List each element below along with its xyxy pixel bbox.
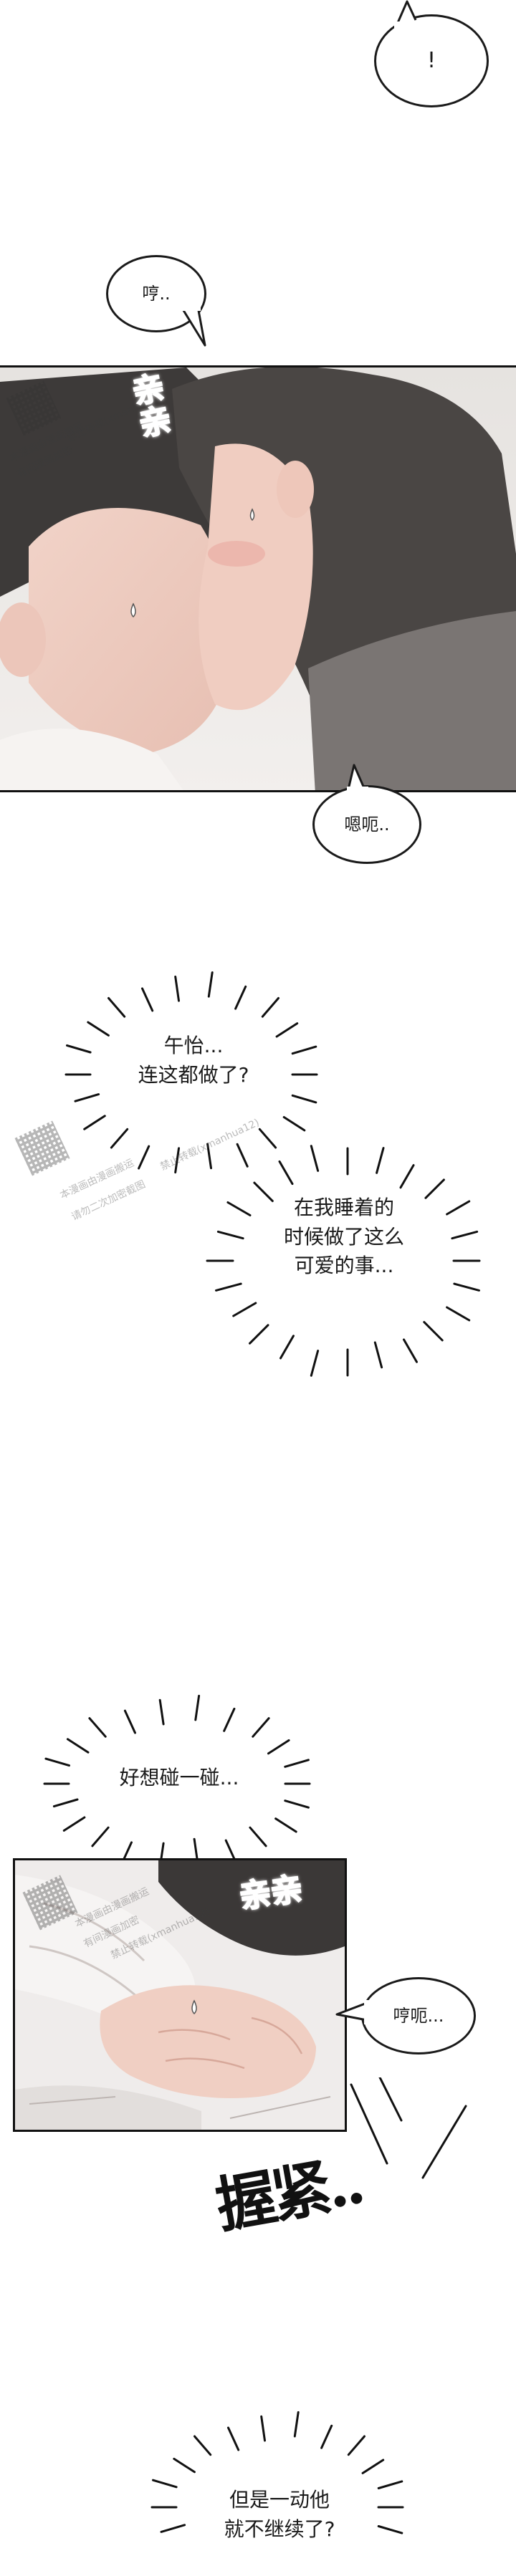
burst-stroke bbox=[376, 1147, 385, 1174]
bubble-text: 哼.. bbox=[142, 283, 171, 304]
burst-stroke bbox=[88, 1717, 107, 1738]
burst-stroke bbox=[74, 1093, 100, 1102]
thought-burst-lines bbox=[43, 1694, 311, 1863]
burst-stroke bbox=[252, 1717, 270, 1738]
burst-stroke bbox=[123, 1709, 136, 1734]
burst-stroke bbox=[66, 1738, 90, 1754]
burst-stroke bbox=[403, 1338, 418, 1363]
burst-stroke bbox=[141, 987, 154, 1012]
panel-hands-art bbox=[15, 1860, 345, 2130]
burst-stroke bbox=[234, 985, 247, 1010]
burst-stroke bbox=[267, 1739, 290, 1755]
burst-stroke bbox=[206, 1143, 212, 1170]
burst-stroke bbox=[158, 1698, 165, 1726]
burst-stroke bbox=[399, 1164, 415, 1189]
panel-kiss: 本漫画由漫画搬运 有间漫画加密 禁止转载(xmanhua12) bbox=[0, 365, 516, 792]
burst-stroke bbox=[260, 2415, 266, 2442]
burst-stroke bbox=[258, 1128, 277, 1149]
speech-bubble-exclaim: ! bbox=[374, 14, 489, 107]
burst-stroke bbox=[361, 2459, 385, 2474]
bubble-tail bbox=[179, 301, 206, 347]
burst-stroke bbox=[152, 2479, 178, 2489]
burst-stroke bbox=[253, 1181, 274, 1203]
burst-stroke bbox=[377, 2525, 403, 2534]
speech-bubble-hmph: 哼呃... bbox=[361, 1977, 476, 2054]
burst-stroke bbox=[83, 1115, 106, 1130]
bubble-text: ! bbox=[426, 47, 436, 73]
thought-text-1: 午怡... 连这都做了? bbox=[138, 1034, 249, 1087]
burst-stroke bbox=[446, 1306, 471, 1322]
burst-stroke bbox=[282, 1116, 306, 1132]
burst-stroke bbox=[174, 975, 180, 1002]
burst-stroke bbox=[261, 996, 280, 1018]
burst-stroke bbox=[223, 1707, 236, 1732]
speech-bubble-mm: 嗯呃.. bbox=[312, 785, 421, 864]
burst-stroke bbox=[291, 1045, 317, 1055]
bubble-text: 嗯呃.. bbox=[344, 814, 390, 835]
burst-stroke bbox=[424, 1178, 445, 1199]
thought-burst-lines bbox=[150, 2411, 404, 2534]
bubble-tail bbox=[335, 2000, 373, 2024]
thought-text-4: 但是一动他 就不继续了? bbox=[224, 2488, 335, 2541]
thought-burst-lines bbox=[64, 971, 318, 1174]
bubble-tail bbox=[394, 0, 423, 29]
thought-text-2: 在我睡着的 时候做了这么 可爱的事... bbox=[283, 1196, 404, 1278]
burst-stroke bbox=[226, 1201, 252, 1216]
burst-stroke bbox=[194, 2435, 212, 2456]
burst-stroke bbox=[451, 1230, 479, 1240]
burst-stroke bbox=[110, 1128, 129, 1149]
burst-stroke bbox=[207, 971, 214, 998]
burst-stroke bbox=[249, 1324, 269, 1345]
burst-stroke bbox=[453, 1282, 480, 1292]
panel-kiss-art bbox=[0, 367, 516, 790]
burst-stroke bbox=[159, 1842, 165, 1863]
burst-stroke bbox=[52, 1798, 79, 1808]
burst-stroke bbox=[160, 2524, 186, 2533]
burst-stroke bbox=[138, 1145, 150, 1170]
burst-stroke bbox=[274, 1817, 297, 1833]
burst-stroke bbox=[310, 1145, 320, 1172]
burst-stroke bbox=[284, 1799, 310, 1809]
burst-stroke bbox=[377, 2480, 403, 2489]
burst-stroke bbox=[249, 1826, 267, 1847]
burst-stroke bbox=[284, 1759, 310, 1768]
burst-stroke bbox=[293, 2411, 300, 2438]
sfx-grip: 握紧.. bbox=[209, 2145, 367, 2243]
bubble-text: 哼呃... bbox=[393, 2005, 444, 2026]
burst-stroke bbox=[347, 2435, 366, 2456]
thought-text-3: 好想碰一碰... bbox=[119, 1766, 239, 1789]
burst-stroke bbox=[280, 1335, 295, 1360]
burst-stroke bbox=[423, 1321, 444, 1342]
burst-stroke bbox=[66, 1044, 92, 1054]
burst-stroke bbox=[174, 1147, 180, 1174]
burst-stroke bbox=[194, 1694, 201, 1721]
burst-stroke bbox=[62, 1816, 86, 1832]
burst-stroke bbox=[320, 2424, 333, 2449]
burst-stroke bbox=[44, 1757, 70, 1767]
burst-stroke bbox=[87, 1021, 110, 1037]
burst-stroke bbox=[91, 1826, 110, 1847]
burst-stroke bbox=[216, 1230, 244, 1240]
panel-hands: 本漫画由漫画搬运 有间漫画加密 禁止转载(xmanhua12) bbox=[13, 1858, 347, 2132]
burst-stroke bbox=[310, 1350, 320, 1377]
burst-stroke bbox=[291, 1094, 317, 1104]
burst-stroke bbox=[275, 1022, 299, 1038]
thought-burst-lines bbox=[206, 1145, 481, 1377]
burst-stroke bbox=[108, 996, 126, 1018]
burst-stroke bbox=[227, 2426, 240, 2451]
burst-stroke bbox=[232, 1302, 257, 1317]
burst-stroke bbox=[373, 1341, 383, 1369]
burst-stroke bbox=[236, 1143, 249, 1168]
burst-stroke bbox=[173, 2457, 196, 2474]
burst-stroke bbox=[446, 1200, 471, 1216]
speed-lines bbox=[350, 2077, 467, 2179]
bubble-tail bbox=[347, 764, 368, 794]
burst-stroke bbox=[278, 1160, 294, 1186]
burst-stroke bbox=[215, 1282, 242, 1292]
